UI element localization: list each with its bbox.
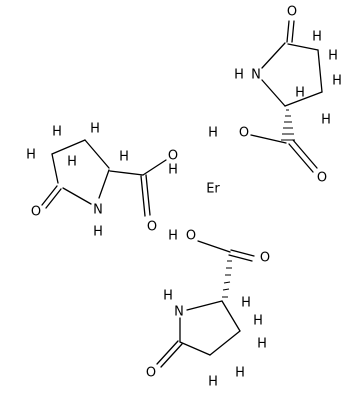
bond-m2-c-o-b xyxy=(145,174,151,216)
m1-ring-h-2: H xyxy=(328,49,338,64)
bond-m1-c3-c2 xyxy=(284,91,323,107)
molecule-2: O N H H H H H H O H O xyxy=(26,122,178,240)
bond-m2-carbonyl-a xyxy=(41,185,58,206)
m3-hydroxyl-oxygen: O xyxy=(186,229,196,244)
bond-m1-n-c5 xyxy=(261,42,286,69)
bond-m2-c3-c2 xyxy=(84,139,110,169)
m1-ring-nitrogen: N xyxy=(251,68,261,83)
molecule-1: O N H H H H H H O H O xyxy=(208,5,342,186)
bond-m2-carbonyl-b xyxy=(45,188,62,209)
bond-m3-carbonyl-b xyxy=(160,343,183,368)
bond-m3-c2-c3 xyxy=(221,300,241,332)
m2-ring-h-3: H xyxy=(90,122,100,137)
m1-hydroxyl-oxygen: O xyxy=(239,126,249,141)
m1-ring-h-5: H xyxy=(295,86,305,101)
bond-m1-c-o-b xyxy=(292,139,318,169)
m3-ring-nitrogen: N xyxy=(174,305,184,320)
m3-ring-h-4: H xyxy=(208,375,218,390)
bond-m1-c-o-a xyxy=(288,143,314,173)
bond-m1-carbonyl-a xyxy=(286,20,290,43)
m2-ring-h-2: H xyxy=(52,125,62,140)
m1-ring-h-3: H xyxy=(332,74,342,89)
bond-m2-c2-cooh xyxy=(109,170,144,176)
m2-ring-nitrogen: N xyxy=(93,203,103,218)
bond-m2-c4-c3 xyxy=(51,139,86,155)
m1-hydroxyl-hydrogen: H xyxy=(208,126,218,141)
bond-m3-c4-c5 xyxy=(179,341,211,356)
m2-acid-carbonyl-oxygen: O xyxy=(147,220,157,235)
bond-m3-c3-c4 xyxy=(209,330,241,356)
m1-acid-carbonyl-oxygen: O xyxy=(317,171,327,186)
stereo-bond-m3 xyxy=(222,260,232,298)
bond-m3-c-o-a xyxy=(230,249,255,257)
bond-m3-n-c2 xyxy=(186,300,223,311)
bond-m1-c-oh xyxy=(250,134,287,144)
molecule-3: O H O N H O H H H H H xyxy=(146,229,270,390)
m2-hydroxyl-hydrogen: H xyxy=(168,163,178,178)
stereo-bond-m1 xyxy=(281,109,295,141)
m3-ring-h-3: H xyxy=(235,366,245,381)
m2-hydroxyl-oxygen: O xyxy=(168,149,178,164)
bond-m1-c4-c3 xyxy=(317,49,323,93)
bond-m2-c5-c4 xyxy=(51,153,59,184)
m3-hydroxyl-hydrogen: H xyxy=(168,229,178,244)
m2-ring-h-5: H xyxy=(119,150,129,165)
m2-ring-h-1: H xyxy=(26,148,36,163)
m3-ring-h-5: H xyxy=(241,296,251,311)
m1-carbonyl-oxygen: O xyxy=(287,5,297,20)
bond-m2-c-o-a xyxy=(140,175,146,217)
m3-ring-h-1: H xyxy=(253,314,263,329)
bond-m2-c2-n xyxy=(98,169,110,199)
m1-ring-h-4: H xyxy=(321,113,331,128)
m2-nitrogen-hydrogen: H xyxy=(93,225,103,240)
m3-nitrogen-hydrogen: H xyxy=(163,289,173,304)
m2-carbonyl-oxygen: O xyxy=(31,205,41,220)
bond-m1-c2-n xyxy=(261,79,286,107)
m3-ring-h-2: H xyxy=(257,337,267,352)
m3-carbonyl-oxygen: O xyxy=(146,366,156,381)
bond-m2-c-oh xyxy=(142,159,167,176)
bond-m3-c-o-b xyxy=(228,254,253,262)
bond-m3-c-oh xyxy=(197,240,231,253)
bond-m1-c5-c4 xyxy=(287,43,319,51)
bond-m3-carbonyl-a xyxy=(156,340,179,365)
m3-acid-carbonyl-oxygen: O xyxy=(260,251,270,266)
m1-nitrogen-hydrogen: H xyxy=(234,68,244,83)
bond-m2-n-c5 xyxy=(62,187,92,205)
bond-m1-carbonyl-b xyxy=(291,20,295,43)
m2-ring-h-4: H xyxy=(67,155,77,170)
m1-ring-h-1: H xyxy=(312,30,322,45)
metal-ion-erbium: Er xyxy=(206,182,220,197)
